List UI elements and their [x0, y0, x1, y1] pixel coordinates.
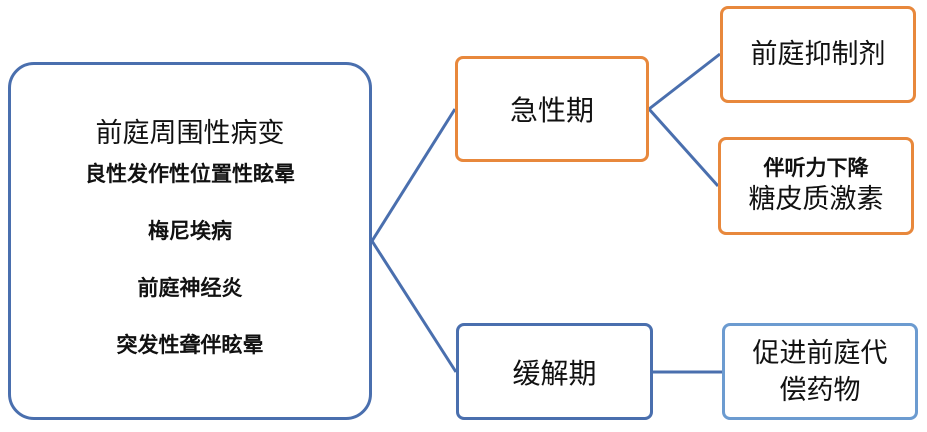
disease-item-sudden-deafness: 突发性聋伴眩晕 — [116, 332, 264, 357]
acute-stage-label: 急性期 — [509, 94, 594, 127]
glucocorticoid-label: 糖皮质激素 — [748, 184, 884, 215]
disease-item-vestibular-neuritis: 前庭神经炎 — [137, 275, 243, 300]
remission-stage-box: 缓解期 — [456, 323, 653, 420]
compensation-label-line2: 偿药物 — [779, 374, 861, 406]
hearing-loss-condition-label: 伴听力下降 — [763, 155, 869, 180]
disease-item-bppv: 良性发作性位置性眩晕 — [85, 161, 295, 186]
vestibular-compensation-drug-box: 促进前庭代 偿药物 — [722, 323, 918, 420]
connector-acute-to-vestibular — [648, 52, 721, 111]
main-title: 前庭周围性病变 — [95, 118, 285, 149]
disease-item-menieres: 梅尼埃病 — [148, 218, 232, 243]
peripheral-vestibular-disorders-box: 前庭周围性病变 良性发作性位置性眩晕 梅尼埃病 前庭神经炎 突发性聋伴眩晕 — [8, 62, 372, 420]
glucocorticoid-box: 伴听力下降 糖皮质激素 — [718, 137, 914, 235]
vestibular-suppressant-label: 前庭抑制剂 — [750, 38, 886, 70]
acute-stage-box: 急性期 — [455, 56, 649, 162]
remission-stage-label: 缓解期 — [512, 356, 597, 390]
compensation-label-line1: 促进前庭代 — [752, 337, 888, 369]
connector-main-to-acute — [370, 108, 457, 242]
connector-main-to-remission — [370, 240, 458, 373]
connector-acute-to-steroid — [647, 107, 720, 188]
vestibular-suppressant-box: 前庭抑制剂 — [720, 6, 916, 103]
